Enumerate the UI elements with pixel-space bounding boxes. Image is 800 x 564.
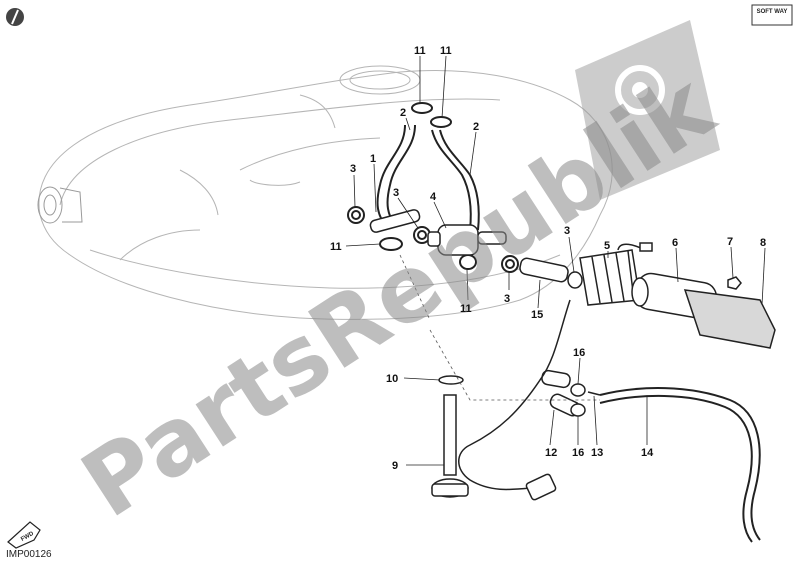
callout-label: 11 (330, 241, 342, 253)
valve-4 (427, 224, 507, 256)
nut-7 (727, 276, 742, 290)
callout-label: 8 (760, 237, 766, 249)
callout-label: 3 (393, 187, 399, 199)
callout-label: 2 (473, 121, 479, 133)
callout-label: 5 (604, 240, 610, 252)
filter-8 (683, 289, 776, 349)
callout-label: 7 (727, 236, 733, 248)
callout-label: 1 (370, 153, 376, 165)
brand-badge-text: SOFT WAY (757, 9, 788, 15)
callout-label: 3 (504, 293, 510, 305)
gasket-10 (438, 375, 464, 385)
callout-label: 11 (440, 45, 452, 57)
brand-badge: SOFT WAY (751, 4, 793, 26)
level-sender-9 (431, 394, 469, 498)
wiring-harness (458, 299, 571, 491)
clamps-top (411, 102, 452, 128)
fuel-hose-14 (599, 387, 761, 543)
emblem-icon (6, 8, 24, 26)
harness-connector (525, 473, 557, 501)
callout-label: 11 (460, 303, 472, 315)
hose-15 (519, 257, 583, 289)
connector-small (639, 242, 653, 252)
callout-label: 2 (400, 107, 406, 119)
callout-label: 13 (591, 447, 603, 459)
callout-label: 16 (573, 347, 585, 359)
callout-label: 15 (531, 309, 543, 321)
tube-1 (369, 209, 421, 233)
callout-label: 4 (430, 191, 437, 203)
callout-label: 16 (572, 447, 584, 459)
leader-lines (345, 55, 766, 466)
callout-label: 9 (392, 460, 398, 472)
assembly-lines (399, 254, 600, 401)
callout-label: 10 (386, 373, 398, 385)
callout-label: 3 (350, 163, 356, 175)
filler-cap (37, 186, 83, 224)
callout-label: 6 (672, 237, 678, 249)
fittings-lower (541, 369, 601, 417)
fwd-arrow-icon: FWD (7, 521, 41, 549)
gear-icon (575, 20, 720, 200)
callout-label: 11 (414, 45, 426, 57)
breather-hoses (376, 124, 480, 231)
drawing-code: IMP00126 (6, 549, 52, 560)
pump-cover-5 (579, 249, 641, 306)
callout-label: 12 (545, 447, 557, 459)
callout-labels: 11 11 2 2 3 1 3 4 11 11 3 3 5 6 7 8 15 1… (330, 45, 766, 472)
callout-label: 14 (641, 447, 654, 459)
callout-label: 3 (564, 225, 570, 237)
